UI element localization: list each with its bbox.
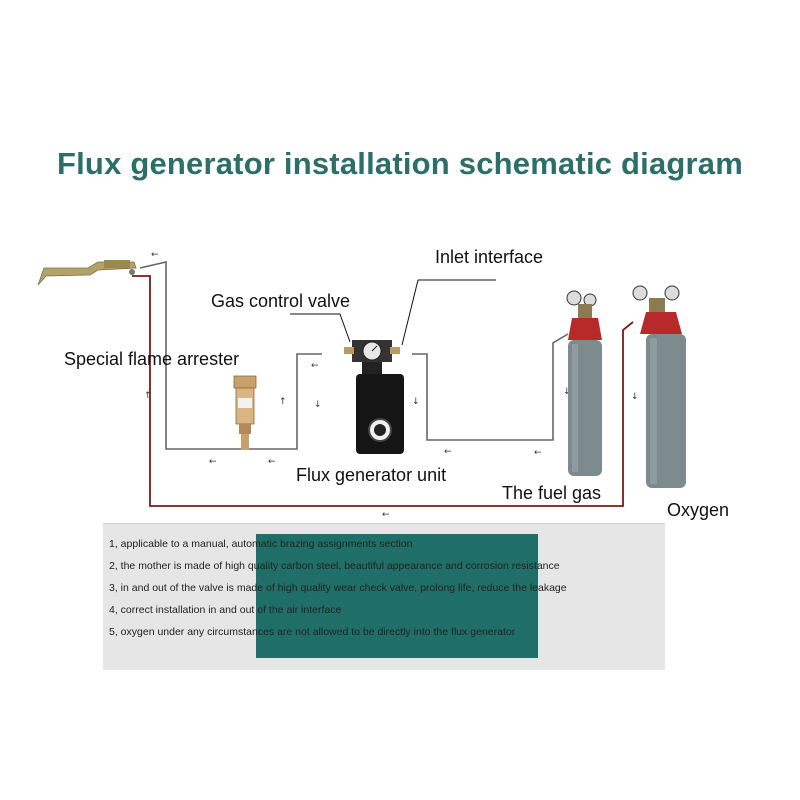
diagram-title: Flux generator installation schematic di… [56, 146, 744, 181]
svg-text:↓: ↓ [631, 392, 639, 402]
flame-arrester-device [233, 375, 257, 450]
svg-text:↓: ↓ [563, 387, 571, 397]
oxygen-hose [132, 275, 634, 507]
svg-text:←: ← [534, 448, 542, 458]
brazing-torch [37, 260, 137, 286]
note-item-3: 3, in and out of the valve is made of hi… [109, 582, 567, 594]
flow-arrows: ← ← ← ← ← ← ← ↑ ↑ ↓ ↓ ↓ ↓ [144, 250, 639, 520]
svg-text:←: ← [268, 457, 276, 467]
note-item-1: 1, applicable to a manual, automatic bra… [109, 538, 413, 550]
oxygen-cylinder [632, 285, 686, 488]
flux-generator-device [344, 340, 404, 454]
svg-text:↓: ↓ [412, 397, 420, 407]
note-item-2: 2, the mother is made of high quality ca… [109, 560, 560, 572]
label-gas-control-valve: Gas control valve [211, 291, 351, 311]
svg-text:↑: ↑ [144, 391, 152, 401]
fuel-gas-cylinder [566, 290, 602, 476]
svg-text:←: ← [151, 250, 159, 260]
note-item-5: 5, oxygen under any circumstances are no… [109, 626, 516, 638]
label-fuel-gas: The fuel gas [502, 483, 602, 503]
label-inlet-interface: Inlet interface [435, 247, 544, 267]
svg-text:←: ← [382, 510, 390, 520]
label-flame-arrester: Special flame arrester [64, 349, 240, 369]
notes-overlay-block [256, 534, 538, 658]
note-item-4: 4, correct installation in and out of th… [109, 604, 342, 616]
svg-text:↓: ↓ [314, 400, 322, 410]
svg-text:←: ← [209, 457, 217, 467]
svg-text:↑: ↑ [279, 397, 287, 407]
fuel-gas-hose [139, 260, 569, 450]
label-flux-generator-unit: Flux generator unit [296, 465, 447, 485]
svg-text:←: ← [311, 361, 319, 371]
label-oxygen: Oxygen [667, 500, 730, 520]
leader-lines [290, 279, 496, 346]
svg-text:←: ← [444, 447, 452, 457]
